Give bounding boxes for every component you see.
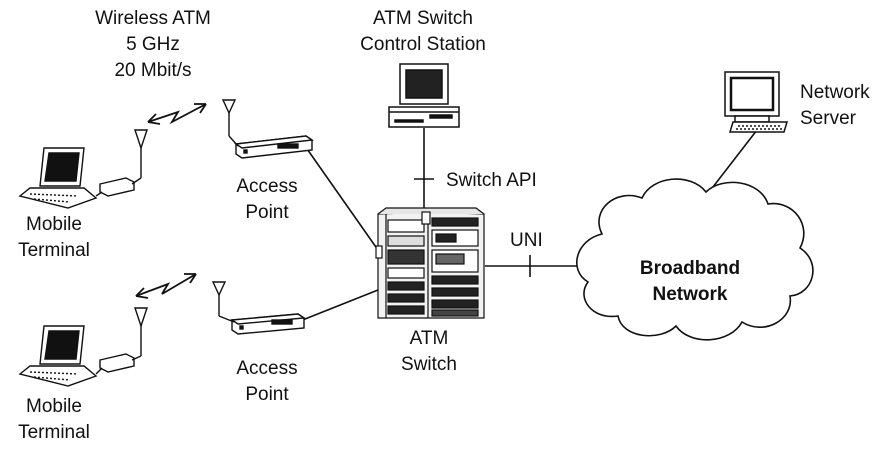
network-server-label: Network Server xyxy=(800,80,878,132)
control-station-line2: Control Station xyxy=(360,34,486,55)
mobile-terminal-2-label: Mobile Terminal xyxy=(6,394,102,446)
atm-switch-icon xyxy=(375,207,485,319)
access-point-1-line2: Point xyxy=(245,202,289,223)
control-station-label: ATM Switch Control Station xyxy=(348,6,498,58)
wireless-rate: 20 Mbit/s xyxy=(114,60,192,81)
access-point-1-icon xyxy=(221,99,314,159)
link-ap1-switch xyxy=(304,145,379,251)
link-ap2-switch xyxy=(299,289,379,322)
switch-api-label: Switch API xyxy=(446,170,537,191)
broadband-line2: Network xyxy=(652,284,728,305)
control-station-icon xyxy=(388,63,460,128)
atm-switch-line1: ATM xyxy=(409,328,449,349)
link-cloud-server xyxy=(705,129,758,197)
atm-switch-line2: Switch xyxy=(401,354,457,375)
mobile-terminal-2-line1: Mobile xyxy=(26,396,82,417)
broadband-network-label: Broadband Network xyxy=(612,256,768,308)
atm-switch-label: ATM Switch xyxy=(384,326,474,378)
connection-lines xyxy=(299,128,758,322)
wireless-frequency: 5 GHz xyxy=(126,34,180,55)
wireless-atm-label: Wireless ATM 5 GHz 20 Mbit/s xyxy=(85,6,221,84)
access-point-2-icon xyxy=(211,281,307,335)
network-server-line2: Server xyxy=(800,108,856,129)
mobile-terminal-1-icon xyxy=(18,129,148,209)
wireless-link-2 xyxy=(135,273,197,299)
mobile-terminal-2-icon xyxy=(18,307,148,387)
wireless-atm-line1: Wireless ATM xyxy=(95,8,211,29)
mobile-terminal-2-line2: Terminal xyxy=(18,422,90,443)
network-server-icon xyxy=(724,71,789,133)
access-point-1-label: Access Point xyxy=(222,174,312,226)
broadband-line1: Broadband xyxy=(639,258,741,279)
mobile-terminal-1-label: Mobile Terminal xyxy=(6,212,102,264)
network-server-line1: Network xyxy=(800,82,870,103)
uni-label: UNI xyxy=(510,230,543,251)
wireless-link-1 xyxy=(147,103,207,125)
mobile-terminal-1-line2: Terminal xyxy=(18,240,90,261)
broadband-cloud xyxy=(576,178,814,341)
access-point-2-line2: Point xyxy=(245,384,289,405)
access-point-1-line1: Access xyxy=(236,176,298,197)
access-point-2-label: Access Point xyxy=(222,356,312,408)
control-station-line1: ATM Switch xyxy=(373,8,473,29)
access-point-2-line1: Access xyxy=(236,358,298,379)
mobile-terminal-1-line1: Mobile xyxy=(26,214,82,235)
